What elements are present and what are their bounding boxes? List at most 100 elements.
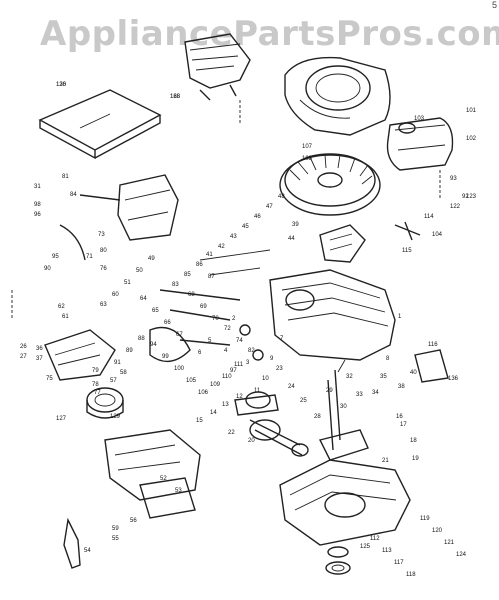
part-number-label: 121 (444, 540, 455, 546)
part-number-label: 41 (206, 252, 213, 258)
manual-booklet-part[interactable] (38, 89, 162, 160)
part-number-label: 5 (208, 338, 212, 344)
part-number-label: 111 (234, 362, 244, 368)
part-number-label: 61 (62, 314, 69, 320)
part-number-label: 88 (138, 336, 145, 342)
connecting-rod-part[interactable] (249, 419, 309, 457)
ignition-coil-part[interactable] (319, 224, 366, 263)
part-number-label: 53 (175, 488, 182, 494)
part-number-label: 65 (152, 308, 159, 314)
part-number-label: 4 (224, 348, 228, 354)
part-number-label: 60 (112, 292, 119, 298)
blower-housing-part[interactable] (284, 56, 391, 136)
part-number-label: 2 (232, 316, 236, 322)
part-number-label: 10 (262, 376, 269, 382)
part-number-label: 6 (198, 350, 202, 356)
part-number-label: 114 (424, 214, 434, 220)
part-number-label: 12 (236, 394, 243, 400)
part-number-label: 31 (34, 184, 41, 190)
washer-part[interactable] (327, 546, 349, 558)
linkage-parts-cluster[interactable] (149, 249, 271, 363)
gasket-part[interactable] (139, 477, 196, 519)
camshaft-part[interactable] (234, 391, 279, 416)
part-number-label: 73 (98, 232, 105, 238)
part-number-label: 93 (450, 176, 457, 182)
part-number-label: 50 (136, 268, 143, 274)
part-number-label: 23 (276, 366, 283, 372)
part-number-label: 66 (164, 320, 171, 326)
part-number-label: 89 (126, 348, 133, 354)
part-number-label: 70 (212, 316, 219, 322)
part-number-label: 100 (174, 366, 185, 372)
carburetor-assembly-part[interactable] (59, 174, 179, 261)
part-number-label: 40 (410, 370, 417, 376)
part-number-label: 80 (100, 248, 107, 254)
crankshaft-part[interactable] (318, 359, 369, 461)
part-number-label: 33 (356, 392, 363, 398)
part-number-label: 110 (222, 374, 232, 380)
part-number-label: 9 (270, 356, 274, 362)
fuel-tank-part[interactable] (104, 429, 201, 501)
part-number-label: 45 (242, 224, 249, 230)
part-number-label: 71 (86, 254, 93, 260)
engine-cover-part[interactable] (184, 33, 251, 101)
part-number-label: 119 (420, 516, 430, 522)
part-number-label: 76 (100, 266, 107, 272)
part-number-label: 19 (412, 456, 419, 462)
part-number-label: 64 (140, 296, 147, 302)
part-number-label: 116 (428, 342, 438, 348)
part-number-label: 92 (462, 194, 469, 200)
part-number-label: 129 (110, 414, 121, 420)
part-number-label: 96 (34, 212, 41, 218)
part-number-labels: 1301681071081031011029392318198969784959… (20, 82, 477, 578)
part-number-label: 52 (160, 476, 167, 482)
cylinder-block-part[interactable] (269, 269, 396, 361)
part-number-label: 28 (314, 414, 321, 420)
part-number-label: 44 (288, 236, 295, 242)
spark-plug-part[interactable] (394, 221, 421, 241)
part-number-label: 81 (62, 174, 69, 180)
part-number-label: 123 (466, 194, 477, 200)
part-number-label: 130 (56, 82, 67, 88)
part-number-label: 34 (372, 390, 379, 396)
part-number-label: 46 (254, 214, 261, 220)
part-number-label: 21 (382, 458, 389, 464)
part-number-label: 3 (246, 360, 250, 366)
part-number-label: 99 (162, 354, 169, 360)
part-number-label: 7 (280, 336, 284, 342)
dipstick-part[interactable] (63, 517, 81, 569)
part-number-label: 128 (170, 94, 181, 100)
part-number-label: 13 (222, 402, 229, 408)
part-number-label: 30 (340, 404, 347, 410)
crankcase-cover-part[interactable] (279, 459, 411, 546)
part-number-label: 26 (20, 344, 27, 350)
part-number-label: 57 (110, 378, 117, 384)
air-cleaner-part[interactable] (44, 329, 116, 381)
part-number-label: 105 (186, 378, 197, 384)
part-number-label: 36 (36, 346, 43, 352)
part-number-label: 108 (302, 156, 313, 162)
muffler-part[interactable] (386, 117, 454, 171)
small-plate-part[interactable] (414, 349, 449, 383)
part-number-label: 32 (346, 374, 353, 380)
part-number-label: 37 (36, 356, 43, 362)
part-number-label: 51 (124, 280, 131, 286)
part-number-label: 79 (92, 368, 99, 374)
part-number-label: 120 (432, 528, 443, 534)
part-number-label: 14 (210, 410, 217, 416)
part-number-label: 16 (396, 414, 403, 420)
part-number-label: 58 (120, 370, 127, 376)
part-number-label: 22 (228, 430, 235, 436)
filter-element-part[interactable] (86, 387, 124, 419)
part-number-label: 86 (196, 262, 203, 268)
part-number-label: 43 (230, 234, 237, 240)
part-number-label: 77 (94, 390, 101, 396)
part-number-label: 24 (288, 384, 295, 390)
part-number-label: 124 (456, 552, 467, 558)
flywheel-part[interactable] (279, 153, 381, 216)
oil-seal-part[interactable] (325, 561, 351, 575)
part-number-label: 17 (400, 422, 407, 428)
part-number-label: 109 (210, 382, 221, 388)
